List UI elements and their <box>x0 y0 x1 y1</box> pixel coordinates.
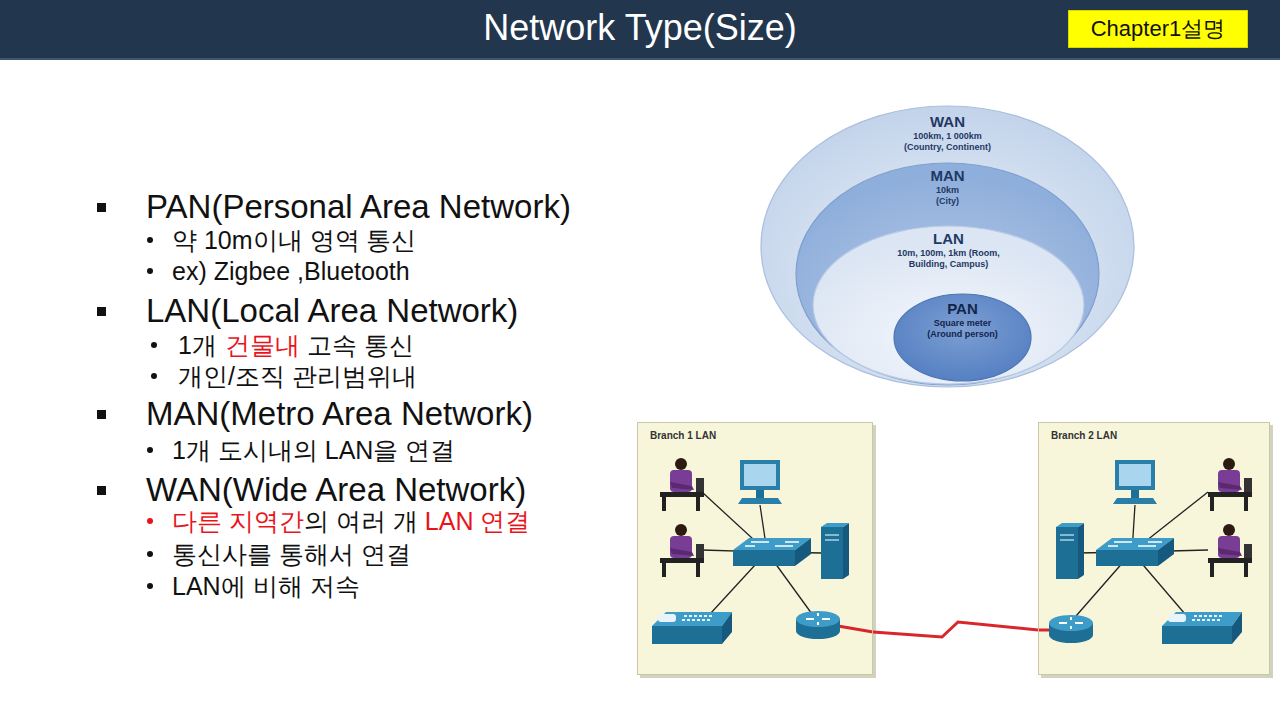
ellipse-shape <box>894 294 1031 381</box>
bullet-text: LAN(Local Area Network) <box>146 291 518 331</box>
bullet-text: 의 여러 개 <box>304 506 418 536</box>
bullet-line: 개인/조직 관리범위내 <box>178 361 417 391</box>
square-bullet <box>97 203 106 212</box>
bullet-text: LAN에 비해 저속 <box>172 571 360 601</box>
round-bullet <box>147 268 153 274</box>
node-body: 100km, 1 000km (Country, Continent) <box>896 131 1000 153</box>
square-bullet <box>97 410 106 419</box>
round-bullet <box>151 373 157 379</box>
node-heading: LAN <box>812 230 1085 248</box>
bullet-line: 1개 건물내고속 통신 <box>178 330 414 360</box>
node-body: Square meter (Around person) <box>920 318 1006 340</box>
server-icon <box>821 523 849 579</box>
round-bullet <box>147 583 153 589</box>
bullet-line: 약 10m이내 영역 통신 <box>172 225 416 255</box>
switch-icon <box>1096 538 1174 566</box>
user-icon <box>1208 524 1252 577</box>
round-bullet <box>147 237 153 243</box>
bullet-text: ex) Zigbee ,Bluetooth <box>172 256 410 286</box>
node-heading: PAN <box>893 300 1032 318</box>
bullet-line: 1개 도시내의 LAN을 연결 <box>172 435 455 465</box>
lan-wires <box>1076 492 1208 616</box>
square-bullet <box>97 307 106 316</box>
round-bullet <box>147 551 153 557</box>
ellipse-shape <box>796 163 1099 385</box>
pan-ellipse: PANSquare meter (Around person) <box>893 293 1032 382</box>
switch-icon <box>733 538 811 566</box>
bullet-text: MAN(Metro Area Network) <box>146 394 533 434</box>
chapter-tag: Chapter1설명 <box>1068 10 1248 48</box>
bullet-text: WAN(Wide Area Network) <box>146 470 526 510</box>
wan-link-tail <box>838 626 873 632</box>
node-heading: Chapter1설명 <box>1069 16 1247 42</box>
phone-icon <box>1162 612 1242 644</box>
node-heading: MAN <box>795 167 1100 185</box>
bullet-text: PAN(Personal Area Network) <box>146 187 571 227</box>
node-body: 10km (City) <box>927 185 969 207</box>
user-icon <box>660 524 704 577</box>
node-heading: WAN <box>760 113 1135 131</box>
node-texts: Branch 1 LAN <box>638 423 872 442</box>
bullet-line: MAN(Metro Area Network) <box>146 394 533 434</box>
lan-ellipse: LAN10m, 100m, 1km (Room, Building, Campu… <box>812 225 1085 385</box>
node-body: 10m, 100m, 1km (Room, Building, Campus) <box>885 248 1013 270</box>
branch-lan-box: Branch 1 LAN <box>637 422 873 675</box>
branch-ground <box>1038 422 1270 675</box>
round-bullet <box>151 342 157 348</box>
bullet-text: 1개 도시내의 LAN을 연결 <box>172 435 455 465</box>
bullet-text: 1개 <box>178 330 217 360</box>
man-ellipse: MAN10km (City) LAN10m, 100m, 1km (Room, B… <box>795 162 1100 386</box>
node-heading: Branch 1 LAN <box>650 430 872 442</box>
node-texts: PANSquare meter (Around person) <box>893 293 1032 340</box>
node-texts: Branch 2 LAN <box>1039 423 1269 442</box>
wan-ellipse: WAN100km, 1 000km (Country, Continent) MA… <box>760 105 1135 388</box>
bullet-text: 통신사를 통해서 연결 <box>172 539 411 569</box>
bullet-line: 다른 지역간의 여러 개LAN 연결 <box>172 506 530 536</box>
bullet-text: 건물내 <box>225 330 300 360</box>
square-bullet <box>97 486 106 495</box>
bullet-text: 개인/조직 관리범위내 <box>178 361 417 391</box>
bullet-text: 다른 지역간 <box>172 506 304 536</box>
server-icon <box>1056 523 1084 579</box>
ellipse-shape <box>813 226 1084 384</box>
bullet-line: 통신사를 통해서 연결 <box>172 539 411 569</box>
bullet-text: 약 10m이내 영역 통신 <box>172 225 416 255</box>
lan-wires <box>702 492 822 614</box>
user-icon <box>660 458 704 511</box>
bullet-line: LAN에 비해 저속 <box>172 571 360 601</box>
bullet-text: 고속 통신 <box>307 330 414 360</box>
pc-icon <box>738 460 782 504</box>
branch-lan-box: Branch 2 LAN <box>1038 422 1270 675</box>
user-icon <box>1208 458 1252 511</box>
node-texts: Chapter1설명 <box>1069 11 1247 42</box>
round-bullet <box>147 447 153 453</box>
round-bullet <box>147 518 153 524</box>
bullet-line: ex) Zigbee ,Bluetooth <box>172 256 410 286</box>
node-texts: LAN10m, 100m, 1km (Room, Building, Campu… <box>812 225 1085 270</box>
bullet-line: LAN(Local Area Network) <box>146 291 518 331</box>
node-texts: MAN10km (City) <box>795 162 1100 207</box>
bullet-text: LAN 연결 <box>425 506 531 536</box>
bullet-line: PAN(Personal Area Network) <box>146 187 571 227</box>
slide-title: Network Type(Size) <box>0 6 1280 50</box>
ellipse-shape <box>761 106 1134 387</box>
bullet-line: WAN(Wide Area Network) <box>146 470 526 510</box>
node-texts: WAN100km, 1 000km (Country, Continent) <box>760 105 1135 153</box>
wan-link-tail <box>1038 629 1050 632</box>
branch-ground <box>637 422 873 675</box>
router-icon <box>1049 615 1093 643</box>
pc-icon <box>1113 460 1157 504</box>
wan-link <box>873 622 1038 637</box>
router-icon <box>796 611 840 639</box>
node-heading: Branch 2 LAN <box>1051 430 1269 442</box>
phone-icon <box>652 612 732 644</box>
